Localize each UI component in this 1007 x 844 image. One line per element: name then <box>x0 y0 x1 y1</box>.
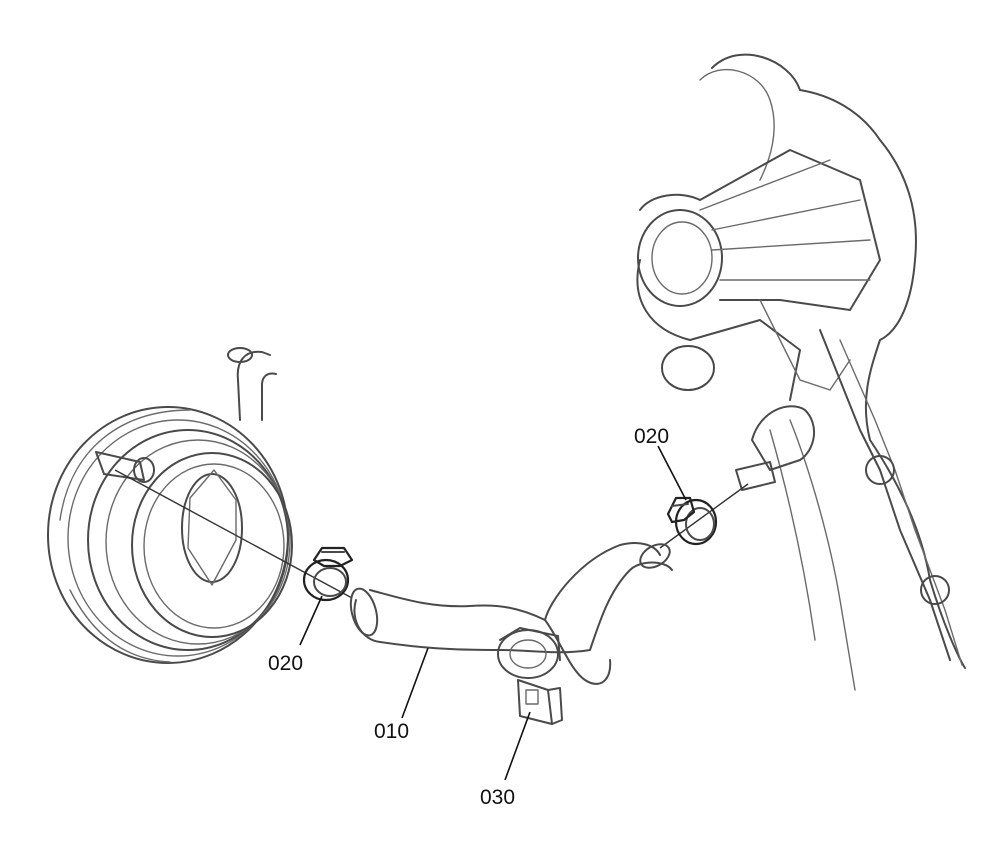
callout-labels: 020 020 010 030 <box>268 425 669 809</box>
oil-cooler <box>47 347 293 664</box>
leader-clamp-right <box>657 445 687 501</box>
leader-hose <box>401 647 429 719</box>
label-clamp-left: 020 <box>268 652 303 675</box>
leader-bracket <box>504 711 531 781</box>
engine-block <box>636 53 966 691</box>
assembly-lines <box>114 469 749 599</box>
hose-clamp-left <box>302 546 354 602</box>
label-hose: 010 <box>374 720 409 743</box>
hose-bracket <box>497 627 563 725</box>
hose-clamp-right <box>666 496 718 546</box>
leader-lines <box>299 445 687 781</box>
leader-clamp-left <box>299 595 323 646</box>
label-bracket: 030 <box>480 786 515 809</box>
hose <box>349 542 673 685</box>
label-clamp-right: 020 <box>634 425 669 448</box>
